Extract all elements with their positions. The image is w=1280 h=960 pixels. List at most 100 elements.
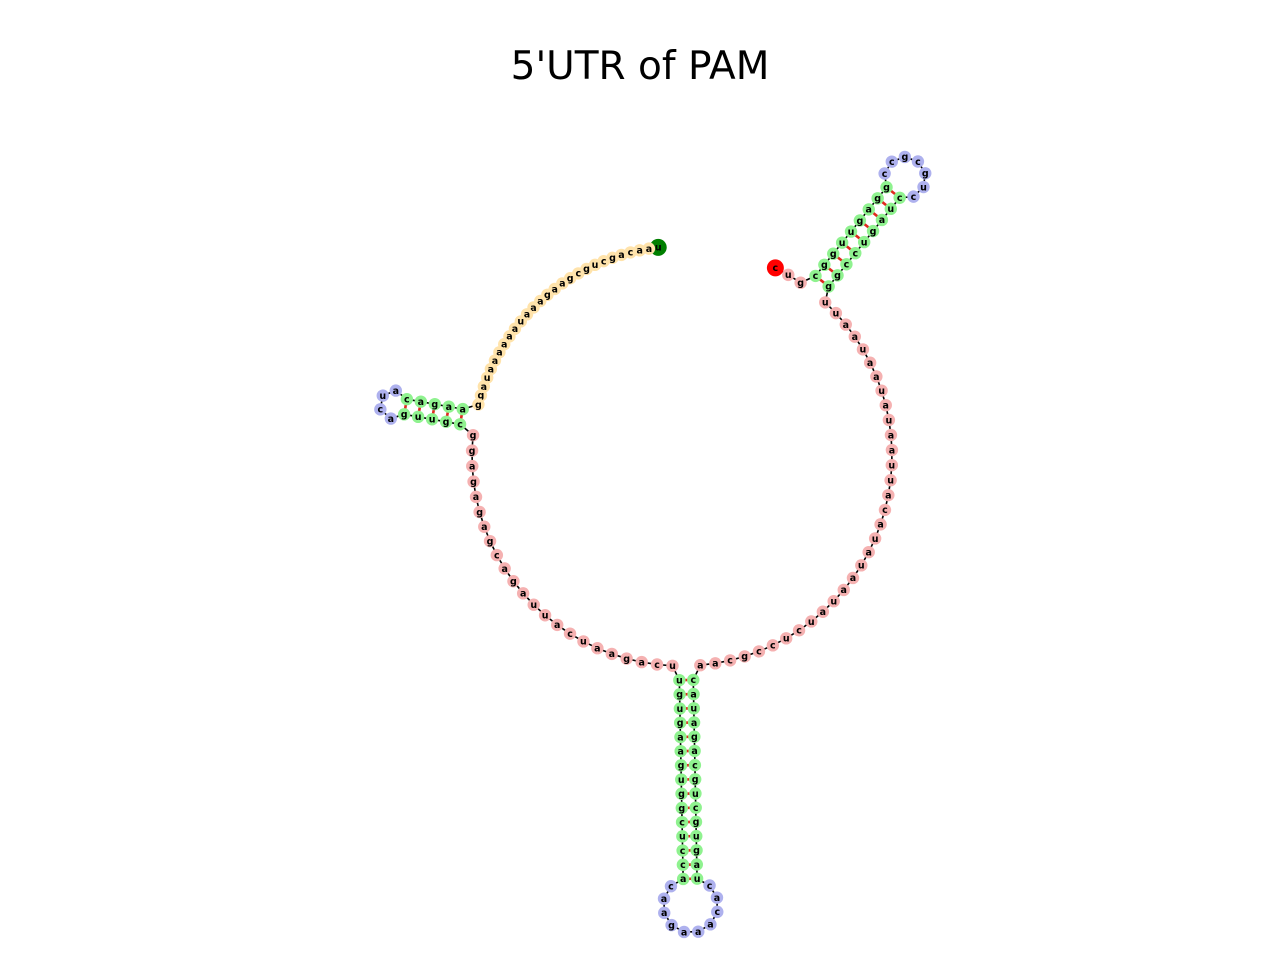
hairpin-3-loop-label: c	[915, 157, 921, 168]
hairpin-2-stem-marker	[689, 801, 702, 814]
interior-2-nt-label: u	[858, 561, 865, 572]
interior-2-nt-label: c	[770, 641, 776, 652]
interior-2-nt-marker	[882, 488, 895, 502]
hairpin-2-stem-marker	[675, 801, 688, 815]
interior-2-nt-label: u	[830, 597, 837, 608]
hairpin-2-stem-marker	[673, 688, 686, 701]
interior-2-nt-label: g	[741, 652, 748, 663]
hairpin-3-base-pair	[889, 189, 897, 196]
five-prime-nt-marker	[642, 242, 656, 255]
five-prime-nt-label: a	[496, 348, 502, 359]
hairpin-2-stem-marker	[675, 815, 689, 829]
hairpin-2-stem-marker	[673, 716, 687, 729]
interior-2-nt-marker	[738, 650, 751, 663]
interior-2-nt-label: c	[756, 647, 762, 658]
hairpin-2-loop-label: a	[714, 893, 720, 904]
hairpin-2-stem-label: a	[694, 860, 700, 871]
hairpin-1-stem-label: a	[460, 404, 466, 415]
base-pair-layer	[403, 189, 897, 881]
hairpin-2-stem-label: g	[678, 761, 685, 772]
hairpin-2-stem-marker	[687, 702, 701, 715]
hairpin-2-stem-label: u	[694, 874, 701, 885]
five-prime-nt-label: g	[544, 290, 551, 301]
hairpin-2-stem-marker	[673, 673, 686, 687]
interior-2-nt-label: a	[885, 490, 891, 501]
hairpin-2-stem-label: u	[693, 831, 700, 842]
five-prime-nt-label: a	[559, 279, 565, 290]
interior-2-nt-label: c	[727, 656, 733, 667]
hairpin-2-loop-marker	[704, 918, 717, 931]
interior-1-nt-marker	[620, 652, 633, 665]
interior-2-nt-label: a	[852, 332, 858, 343]
interior-1-nt-label: a	[501, 564, 507, 575]
hairpin-2-loop-marker	[665, 918, 678, 932]
hairpin-3-stem-label: g	[825, 282, 832, 293]
interior-1-nt-label: a	[554, 620, 560, 631]
hairpin-2-stem-label: u	[690, 704, 697, 715]
interior-1-nt-marker	[650, 658, 664, 671]
interior-2-nt-marker	[766, 639, 780, 652]
hairpin-3-base-pair	[881, 200, 888, 207]
hairpin-2-stem-marker	[676, 844, 689, 857]
hairpin-3-base-pair	[872, 211, 879, 218]
hairpin-2-loop-marker	[710, 891, 724, 904]
five-prime-nt-label: a	[537, 296, 543, 307]
hairpin-3-stem-marker	[884, 202, 897, 216]
hairpin-3-loop-marker	[919, 167, 932, 180]
hairpin-2-stem-label: u	[679, 832, 686, 843]
interior-2-nt-marker	[885, 458, 899, 472]
interior-2-nt-label: u	[833, 308, 840, 319]
hairpin-3-loop-label: g	[901, 152, 908, 163]
interior-2-nt-marker	[709, 657, 722, 670]
five-prime-nt-label: g	[583, 264, 590, 275]
three-prime-nt-marker	[782, 268, 795, 282]
five-prime-nt-label: g	[567, 274, 574, 285]
hairpin-3-stem-label: u	[887, 204, 894, 215]
interior-2-nt-marker	[805, 615, 818, 628]
hairpin-1-stem-label: c	[404, 394, 410, 405]
hairpin-3-loop-marker	[878, 167, 891, 180]
hairpin-3-stem-marker	[844, 225, 858, 238]
hairpin-2-stem-label: g	[676, 690, 683, 701]
hairpin-2-stem-label: c	[680, 860, 686, 871]
interior-1-nt-label: a	[609, 649, 615, 660]
hairpin-1-stem-label: a	[418, 397, 424, 408]
hairpin-1-stem-label: u	[429, 415, 436, 426]
interior-1-nt-label: g	[470, 430, 477, 441]
interior-2-nt-label: a	[873, 372, 879, 383]
interior-2-nt-marker	[863, 356, 877, 369]
hairpin-1-stem-marker	[400, 392, 414, 406]
interior-1-nt-label: a	[594, 644, 600, 655]
hairpin-1-stem-marker	[442, 400, 455, 413]
hairpin-3-stem-marker	[849, 246, 862, 260]
hairpin-2-loop-marker	[692, 925, 705, 938]
interior-2-nt-label: a	[712, 659, 718, 670]
interior-2-nt-marker	[848, 330, 862, 343]
hairpin-3-stem-marker	[880, 181, 893, 194]
hairpin-2-stem-marker	[674, 730, 687, 744]
hairpin-3-stem-label: a	[866, 205, 872, 216]
hairpin-3-stem-label: g	[883, 183, 890, 194]
interior-2-nt-marker	[827, 595, 840, 608]
interior-2-nt-marker	[856, 343, 870, 356]
hairpin-3-stem-label: g	[821, 260, 828, 271]
hairpin-1-stem-label: a	[446, 402, 452, 413]
interior-2-nt-label: a	[877, 520, 883, 531]
hairpin-2-loop-marker	[711, 905, 724, 919]
hairpin-3-stem-label: g	[870, 226, 877, 237]
interior-1-nt-marker	[490, 548, 504, 562]
hairpin-3-stem-label: a	[879, 215, 885, 226]
interior-1-nt-marker	[551, 618, 564, 632]
interior-2-nt-label: u	[860, 345, 867, 356]
hairpin-2-stem-marker	[689, 787, 702, 800]
hairpin-2-stem-label: a	[690, 689, 696, 700]
diagram-title: 5'UTR of PAM	[510, 44, 770, 89]
interior-1-nt-label: g	[487, 536, 494, 547]
hairpin-3-stem-marker	[809, 269, 822, 283]
hairpin-3-stem-label: g	[834, 271, 841, 282]
interior-2-nt-marker	[694, 659, 707, 672]
hairpin-2-loop-marker	[657, 892, 671, 905]
hairpin-3-loop-label: c	[911, 192, 917, 203]
interior-1-nt-label: g	[470, 477, 477, 488]
